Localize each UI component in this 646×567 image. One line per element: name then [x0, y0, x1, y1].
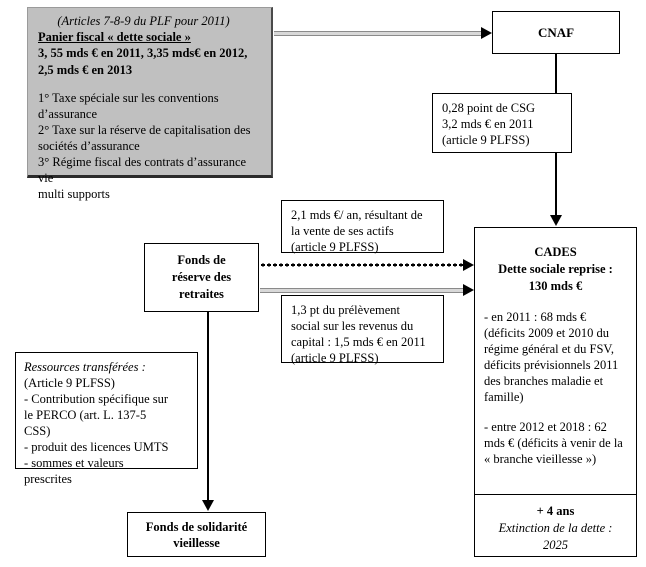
panier-fiscal-box: (Articles 7-8-9 du PLF pour 2011) Panier…	[27, 7, 273, 201]
ressources-item-2: le PERCO (art. L. 137-5	[24, 408, 147, 422]
cades-header: CADES Dette sociale reprise : 130 mds €	[475, 228, 636, 295]
fonds-reserve-line-1: Fonds de	[177, 253, 226, 267]
cades-footer-line-1: + 4 ans	[536, 504, 575, 518]
actifs-note-line-3: (article 9 PLFSS)	[291, 240, 379, 254]
actifs-note-line-1: 2,1 mds €/ an, résultant de	[291, 208, 423, 222]
connector-panier-to-cnaf-arrowhead	[481, 27, 492, 39]
connector-fonds-to-cades-solid-arrowhead	[463, 284, 474, 296]
ressources-article: (Article 9 PLFSS)	[24, 376, 115, 390]
ressources-item-6: prescrites	[24, 472, 72, 486]
cades-footer: + 4 ans Extinction de la dette : 2025	[475, 494, 636, 556]
cnaf-box: CNAF	[492, 11, 620, 54]
prelevement-note-line-3: capital : 1,5 mds € en 2011	[291, 335, 426, 349]
connector-fonds-to-cades-dotted	[260, 263, 465, 267]
fonds-reserve-des-retraites-box: Fonds de réserve des retraites	[144, 243, 259, 312]
actifs-note-box: 2,1 mds €/ an, résultant de la vente de …	[281, 200, 444, 254]
cnaf-label: CNAF	[537, 24, 575, 40]
cades-title: CADES	[534, 245, 577, 259]
connector-panier-to-cnaf	[274, 31, 482, 36]
csg-note-line-2: 3,2 mds € en 2011	[442, 117, 534, 131]
connector-fonds-to-cades-solid	[260, 288, 465, 293]
connector-fonds-to-solidarite-arrowhead	[202, 500, 214, 511]
cades-body: - en 2011 : 68 mds € (déficits 2009 et 2…	[475, 295, 636, 467]
panier-fiscal-heading: Panier fiscal « dette sociale »	[38, 30, 191, 44]
fonds-reserve-line-3: retraites	[179, 287, 224, 301]
panier-fiscal-amount-line-2: 2,5 mds € en 2013	[38, 63, 133, 77]
cades-paragraph-2: - entre 2012 et 2018 : 62 mds € (déficit…	[484, 420, 623, 466]
panier-fiscal-spacer	[38, 79, 263, 90]
panier-fiscal-articles: (Articles 7-8-9 du PLF pour 2011)	[57, 14, 230, 28]
panier-fiscal-item-2: 2° Taxe sur la réserve de capitalisation…	[38, 123, 251, 137]
cades-amount: 130 mds €	[528, 279, 583, 293]
ressources-transferees-box: Ressources transférées : (Article 9 PLFS…	[15, 352, 198, 486]
panier-fiscal-item-1: 1° Taxe spéciale sur les conventions d’a…	[38, 91, 219, 121]
prelevement-note-line-4: (article 9 PLFSS)	[291, 351, 379, 365]
prelevement-note-line-1: 1,3 pt du prélèvement	[291, 303, 400, 317]
ressources-item-5: - sommes et valeurs	[24, 456, 124, 470]
fonds-solidarite-vieillesse-box: Fonds de solidarité vieillesse	[127, 512, 266, 557]
ressources-item-1: - Contribution spécifique sur	[24, 392, 169, 406]
panier-fiscal-item-3: sociétés d’assurance	[38, 139, 140, 153]
ressources-item-3: CSS)	[24, 424, 51, 438]
connector-cnaf-to-cades-arrowhead	[550, 215, 562, 226]
ressources-heading: Ressources transférées :	[24, 360, 146, 374]
panier-fiscal-item-5: multi supports	[38, 187, 110, 201]
connector-fonds-to-solidarite	[207, 312, 209, 502]
cades-subtitle: Dette sociale reprise :	[498, 262, 613, 276]
csg-note-line-3: (article 9 PLFSS)	[442, 133, 530, 147]
cades-footer-line-3: 2025	[543, 538, 568, 552]
fonds-solidarite-line-2: vieillesse	[173, 535, 220, 550]
actifs-note-line-2: la vente de ses actifs	[291, 224, 394, 238]
csg-note-line-1: 0,28 point de CSG	[442, 101, 536, 115]
fonds-solidarite-line-1: Fonds de solidarité	[145, 519, 248, 534]
ressources-item-4: - produit des licences UMTS	[24, 440, 169, 454]
panier-fiscal-amount-line-1: 3, 55 mds € en 2011, 3,35 mds€ en 2012,	[38, 46, 248, 60]
prelevement-note-box: 1,3 pt du prélèvement social sur les rev…	[281, 295, 444, 365]
csg-note-box: 0,28 point de CSG 3,2 mds € en 2011 (art…	[432, 93, 572, 153]
cades-paragraph-1: - en 2011 : 68 mds € (déficits 2009 et 2…	[484, 310, 619, 404]
prelevement-note-line-2: social sur les revenus du	[291, 319, 414, 333]
connector-fonds-to-cades-dotted-arrowhead	[463, 259, 474, 271]
panier-fiscal-item-4: 3° Régime fiscal des contrats d’assuranc…	[38, 155, 247, 185]
cades-footer-line-2: Extinction de la dette :	[498, 521, 613, 535]
cades-box: CADES Dette sociale reprise : 130 mds € …	[474, 227, 637, 557]
fonds-reserve-line-2: réserve des	[171, 270, 232, 284]
